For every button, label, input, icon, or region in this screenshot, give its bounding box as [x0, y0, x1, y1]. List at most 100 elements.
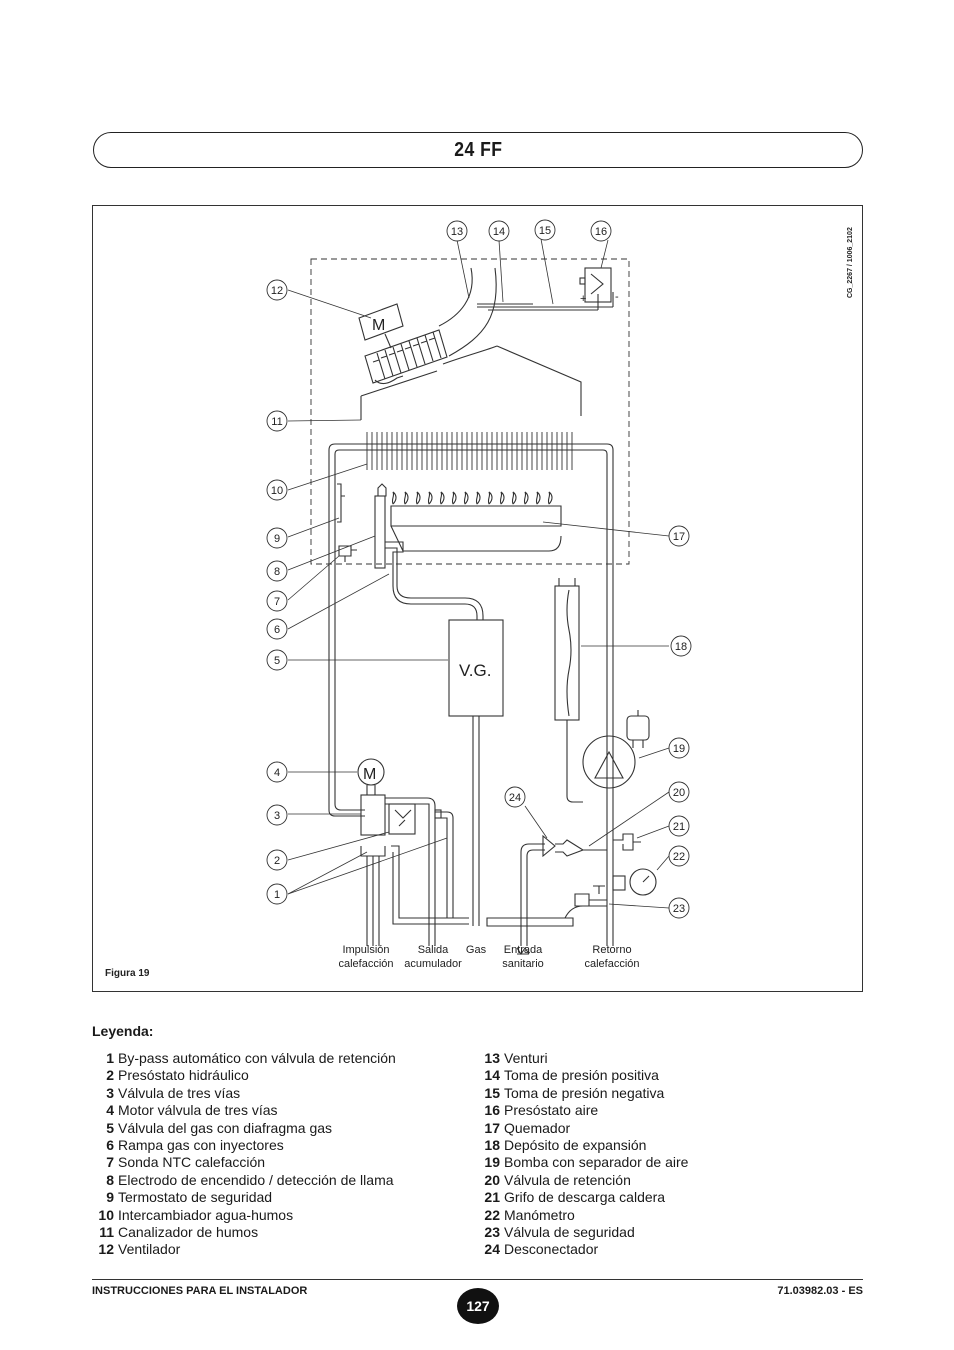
legend-item-number: 4	[106, 1102, 114, 1119]
leader-lines	[287, 238, 670, 909]
svg-text:23: 23	[673, 903, 685, 915]
conn-salida-2: acumulador	[404, 958, 462, 970]
legend-item-number: 17	[484, 1119, 500, 1136]
flow-pipe	[328, 566, 365, 817]
legend-item-number: 9	[106, 1189, 114, 1206]
gas-manifold	[374, 483, 484, 620]
callout-24: 24	[504, 786, 526, 808]
legend-item-number: 1	[106, 1050, 114, 1066]
legend-item-number: 21	[484, 1189, 500, 1206]
hydraulic-diagram: M + -	[92, 205, 863, 992]
legend-item-text: Intercambiador agua-humos	[118, 1206, 294, 1223]
svg-text:15: 15	[539, 225, 551, 237]
dhw-inlet	[516, 834, 585, 955]
pressure-taps	[477, 292, 614, 311]
legend-item-number: 14	[484, 1067, 500, 1084]
conn-impulsion-1: Impulsión	[342, 944, 389, 956]
conn-impulsion-2: calefacción	[338, 958, 393, 970]
svg-text:18: 18	[675, 641, 687, 653]
svg-text:1: 1	[274, 889, 280, 901]
plus-sign: +	[580, 293, 586, 305]
page-number: 127	[457, 1288, 499, 1324]
legend-item-number: 10	[98, 1206, 114, 1223]
legend-item-number: 7	[106, 1154, 114, 1171]
manometer	[612, 868, 657, 896]
legend-item-text: Electrodo de encendido / detección de ll…	[118, 1171, 394, 1188]
safety-valve	[574, 885, 607, 907]
callout-9: 9	[266, 527, 288, 549]
legend-item-number: 20	[484, 1171, 500, 1188]
legend-item-text: Canalizador de humos	[118, 1224, 259, 1241]
legend-item-text: Toma de presión negativa	[504, 1084, 665, 1101]
svg-text:8: 8	[274, 566, 280, 578]
legend-item-number: 23	[484, 1224, 500, 1241]
figure-caption: Figura 19	[105, 968, 150, 979]
legend-item-text: Ventilador	[118, 1241, 181, 1258]
fan-motor-label: M	[372, 317, 385, 334]
svg-text:20: 20	[673, 787, 685, 799]
diagram-svg: M + -	[105, 219, 854, 979]
svg-text:4: 4	[274, 767, 280, 779]
legend-item-text: Rampa gas con inyectores	[118, 1137, 284, 1154]
callout-16: 16	[590, 220, 612, 242]
legend-item-number: 19	[484, 1154, 500, 1171]
legend-item-number: 24	[484, 1241, 500, 1258]
three-way-valve: M	[357, 758, 469, 946]
callout-4: 4	[266, 761, 288, 783]
safety-thermostat	[337, 483, 345, 523]
page-title: 24 FF	[453, 138, 503, 161]
venturi	[438, 267, 498, 365]
pump	[582, 710, 650, 789]
casing-outline	[310, 258, 630, 565]
conn-gas: Gas	[466, 944, 487, 956]
svg-text:16: 16	[595, 226, 607, 238]
legend-item-number: 5	[106, 1119, 114, 1136]
legend-item-text: Motor válvula de tres vías	[118, 1102, 278, 1119]
callout-6: 6	[266, 618, 288, 640]
callout-10: 10	[266, 479, 288, 501]
heat-exchanger	[328, 432, 614, 566]
svg-text:19: 19	[673, 743, 685, 755]
legend-item-number: 15	[484, 1084, 500, 1101]
legend-item-text: Presóstato aire	[504, 1102, 599, 1119]
callout-11: 11	[266, 410, 288, 432]
bypass	[434, 809, 454, 918]
legend-item-text: By-pass automático con válvula de retenc…	[118, 1050, 396, 1066]
callout-12: 12	[266, 279, 288, 301]
svg-text:11: 11	[271, 416, 282, 428]
callout-17: 17	[668, 525, 690, 547]
conn-retorno-2: calefacción	[584, 958, 639, 970]
footer-doc-title: INSTRUCCIONES PARA EL INSTALADOR	[92, 1285, 308, 1297]
figure-code: CG_2267 / 1006_2102	[847, 227, 854, 298]
valve-motor-label: M	[363, 766, 376, 783]
svg-text:2: 2	[274, 855, 280, 867]
conn-entrada-1: Entrada	[504, 944, 543, 956]
legend-item-text: Bomba con separador de aire	[504, 1154, 689, 1171]
page-title-bar: 24 FF	[93, 132, 863, 168]
callout-14: 14	[488, 220, 510, 242]
legend-title: Leyenda:	[92, 1023, 154, 1039]
callout-8: 8	[266, 560, 288, 582]
legend-item-text: Termostato de seguridad	[118, 1189, 273, 1206]
legend-item-text: Depósito de expansión	[504, 1137, 647, 1154]
legend-item-number: 18	[484, 1137, 500, 1154]
svg-text:13: 13	[451, 226, 463, 238]
callout-20: 20	[668, 781, 690, 803]
footer-doc-code: 71.03982.03 - ES	[777, 1285, 863, 1297]
